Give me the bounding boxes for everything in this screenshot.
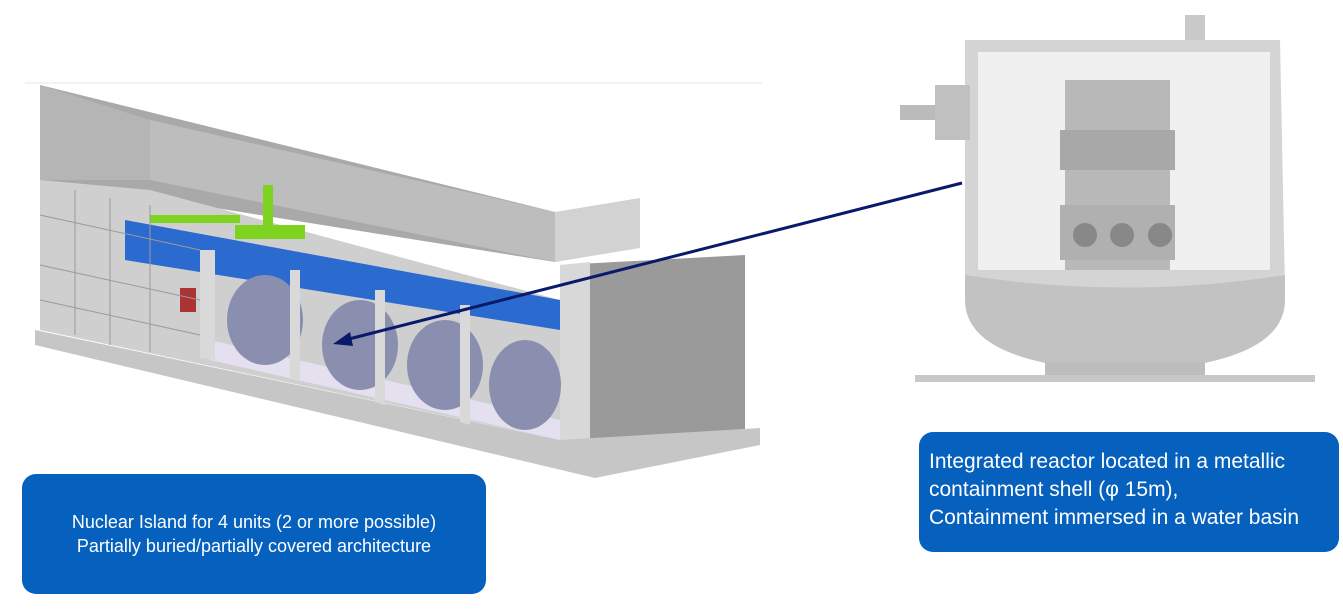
reactor-containment-vessel bbox=[900, 15, 1315, 382]
caption-line: Containment immersed in a water basin bbox=[929, 506, 1300, 529]
reactor-caption: Integrated reactor located in a metallic… bbox=[919, 432, 1339, 552]
pointer-arrow bbox=[333, 181, 963, 346]
caption-line: Partially buried/partially covered archi… bbox=[76, 536, 432, 556]
caption-line: containment shell (φ 15m), bbox=[929, 478, 1179, 501]
nuclear-island-caption: Nuclear Island for 4 units (2 or more po… bbox=[22, 474, 486, 594]
nuclear-island-building bbox=[35, 85, 760, 478]
caption-line: Integrated reactor located in a metallic bbox=[929, 450, 1286, 473]
caption-line: Nuclear Island for 4 units (2 or more po… bbox=[71, 512, 437, 532]
